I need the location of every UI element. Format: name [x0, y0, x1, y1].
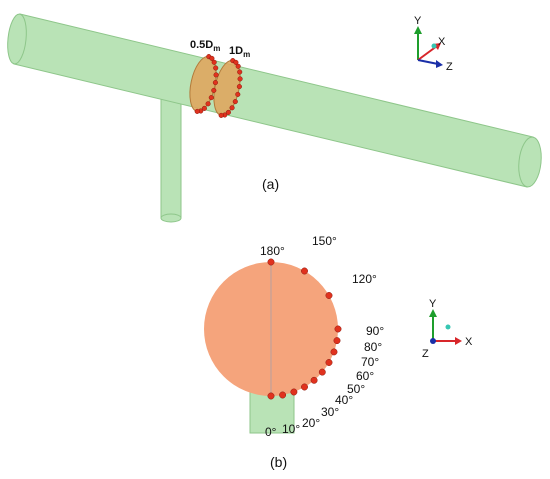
probe-point	[325, 359, 333, 366]
probe-point	[229, 105, 235, 111]
probe-point	[333, 337, 341, 345]
probe-point	[235, 91, 241, 97]
probe-point	[301, 267, 308, 275]
angle-label-0: 0°	[265, 425, 277, 439]
probe-point	[233, 59, 239, 65]
axis-triad-b: Y X Z	[422, 298, 473, 360]
branch-pipe	[160, 97, 182, 223]
probe-point	[209, 55, 215, 61]
probe-point	[318, 368, 326, 376]
probe-point	[225, 109, 231, 115]
axis-label-x-a: X	[438, 36, 446, 48]
probe-point	[301, 383, 308, 391]
probe-point	[213, 72, 219, 78]
probe-point	[330, 348, 338, 356]
panel-a: 0.5Dm 1Dm Y X Z (a)	[7, 13, 542, 223]
probe-point	[208, 95, 214, 101]
section-label-1dm: 1Dm	[229, 45, 250, 59]
axis-label-z-b: Z	[422, 348, 429, 360]
probe-point	[237, 69, 243, 75]
probe-point	[212, 80, 218, 86]
probe-point	[213, 65, 219, 71]
probe-point	[235, 63, 241, 69]
panel-b: 180° 150° 120° 90° 80° 70° 60° 50° 40° 3…	[204, 234, 473, 470]
axis-label-y-a: Y	[414, 15, 422, 27]
angle-label-80: 80°	[364, 340, 382, 354]
angle-label-120: 120°	[352, 272, 377, 286]
main-pipe	[7, 13, 542, 188]
probe-point	[267, 258, 275, 266]
angle-label-180: 180°	[260, 244, 285, 258]
probe-point	[211, 87, 217, 93]
angle-label-40: 40°	[335, 393, 353, 407]
probe-point	[290, 388, 298, 396]
angle-label-150: 150°	[312, 234, 337, 248]
probe-point	[232, 99, 238, 105]
probe-point	[201, 105, 207, 111]
angle-label-60: 60°	[356, 369, 374, 383]
angle-label-10: 10°	[282, 422, 300, 436]
angle-label-90: 90°	[366, 324, 384, 338]
probe-point	[310, 376, 318, 384]
probe-point	[334, 325, 342, 333]
axis-label-x-b: X	[465, 336, 473, 348]
probe-point	[205, 101, 211, 107]
probe-point	[218, 112, 224, 118]
caption-b: (b)	[270, 454, 287, 470]
probe-point	[211, 59, 217, 65]
probe-point	[236, 84, 242, 90]
angle-probe-points	[267, 258, 342, 400]
probe-point	[194, 108, 200, 114]
caption-a: (a)	[262, 176, 279, 192]
angle-label-50: 50°	[347, 382, 365, 396]
axis-label-y-b: Y	[429, 298, 437, 310]
angle-label-30: 30°	[321, 405, 339, 419]
axis-label-z-a: Z	[446, 61, 453, 73]
probe-point	[279, 391, 287, 399]
angle-label-70: 70°	[361, 355, 379, 369]
angle-label-20: 20°	[302, 416, 320, 430]
section-label-0-5dm: 0.5Dm	[190, 39, 220, 53]
section-probe-points	[194, 54, 243, 118]
probe-point	[237, 76, 243, 82]
probe-point	[325, 292, 333, 299]
axis-triad-a: Y X Z	[414, 15, 453, 73]
probe-point	[267, 392, 275, 400]
